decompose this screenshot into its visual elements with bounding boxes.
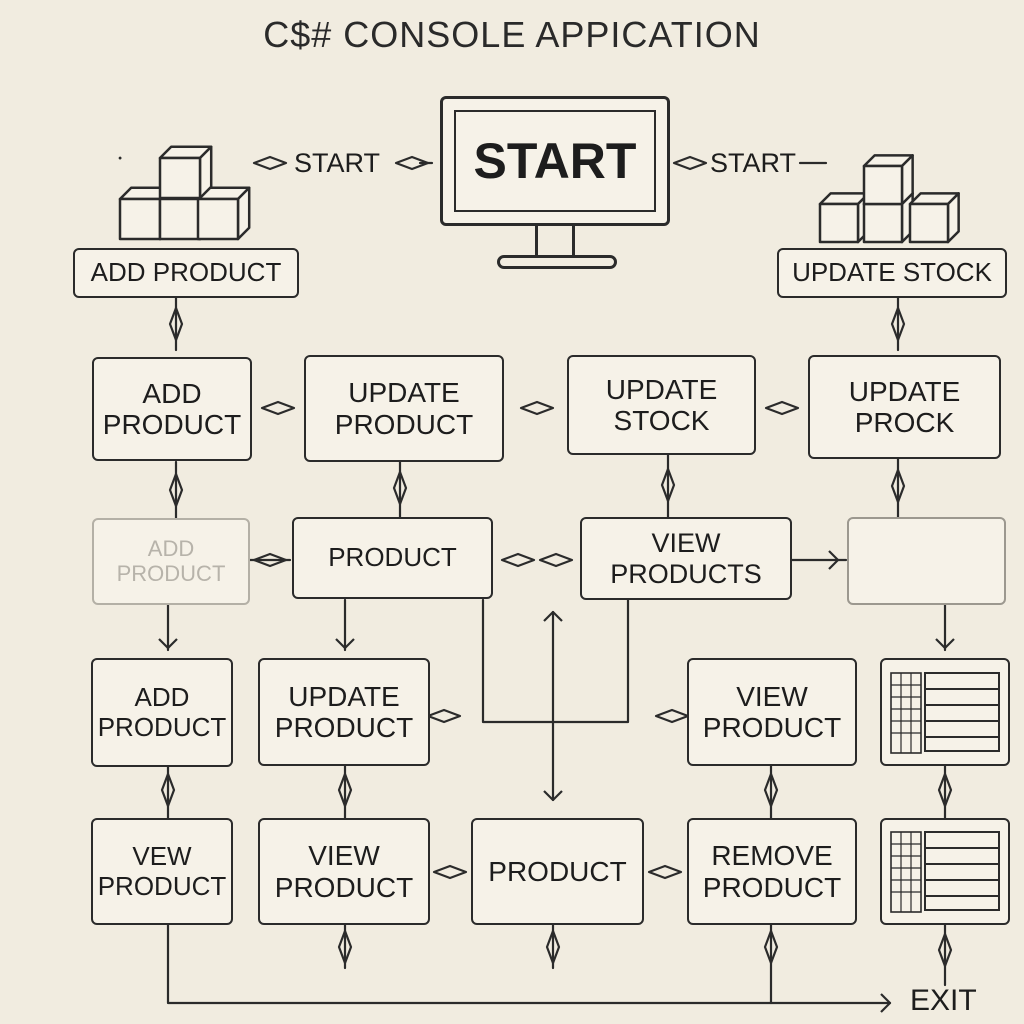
top-to-row1-connector	[890, 306, 906, 342]
stacked-boxes-icon	[118, 197, 162, 241]
top-to-row1-connector	[168, 306, 184, 342]
row2-arrow	[828, 550, 840, 570]
central-down-arrow	[543, 790, 563, 802]
row2-connector	[252, 552, 288, 568]
stacked-boxes-icon	[862, 164, 904, 206]
row3-to-row4-connector	[337, 772, 353, 808]
view-product-box: VIEW PRODUCT	[687, 658, 857, 766]
row3-to-row4-connector	[763, 772, 779, 808]
row2-connector	[500, 552, 536, 568]
document-bottom-box	[880, 818, 1010, 925]
add-product-top-box: ADD PRODUCT	[73, 248, 299, 298]
start-right-connector	[672, 155, 708, 171]
start-left-connector	[252, 155, 288, 171]
row1-connector	[260, 400, 296, 416]
bottom-connector	[337, 929, 353, 965]
row2-to-row3-arrow	[935, 638, 955, 650]
exit-label: EXIT	[910, 984, 977, 1017]
view-product-box-2: VIEW PRODUCT	[258, 818, 430, 925]
row4-connector	[647, 864, 683, 880]
monitor-base	[497, 255, 617, 269]
update-prock-box: UPDATE PROCK	[808, 355, 1001, 459]
bottom-connector	[937, 932, 953, 968]
row3-connector	[426, 708, 462, 724]
row1-connector	[764, 400, 800, 416]
product-box-2: PRODUCT	[471, 818, 644, 925]
add-product-faded-box: ADD PRODUCT	[92, 518, 250, 605]
document-mid-box	[880, 658, 1010, 766]
diagram-title: C$# CONSOLE APPICATION	[263, 14, 761, 55]
stacked-boxes-icon	[946, 192, 960, 244]
remove-product-box: REMOVE PRODUCT	[687, 818, 857, 925]
row1-connector	[519, 400, 555, 416]
start-label-left: START	[294, 148, 381, 178]
add-product-box: ADD PRODUCT	[92, 357, 252, 461]
update-product-box: UPDATE PRODUCT	[304, 355, 504, 462]
central-up-arrow	[543, 610, 563, 622]
view-product-box-1: VEW PRODUCT	[91, 818, 233, 925]
bottom-connector	[545, 929, 561, 965]
row1-to-row2-connector	[660, 467, 676, 503]
update-stock-top-box: UPDATE STOCK	[777, 248, 1007, 298]
row1-to-row2-connector	[392, 470, 408, 506]
monitor-icon	[440, 96, 670, 226]
row2-connector	[538, 552, 574, 568]
update-stock-box: UPDATE STOCK	[567, 355, 756, 455]
row3-connector	[654, 708, 690, 724]
row2-to-row3-arrow	[158, 638, 178, 650]
start-left-connector	[394, 155, 430, 171]
return-loop-line	[481, 598, 630, 724]
product-box: PRODUCT	[292, 517, 493, 599]
row3-to-row4-connector	[160, 772, 176, 808]
row1-to-row2-connector	[890, 468, 906, 504]
stacked-boxes-icon	[196, 197, 240, 241]
empty-box	[847, 517, 1006, 605]
spreadsheet-icon	[890, 671, 1000, 754]
spreadsheet-icon	[890, 831, 1000, 913]
add-product-box-2: ADD PRODUCT	[91, 658, 233, 767]
bottom-connector	[763, 929, 779, 965]
stacked-boxes-icon	[900, 154, 914, 206]
stacked-boxes-icon	[158, 156, 202, 200]
row1-to-row2-connector	[168, 472, 184, 508]
start-screen: START	[454, 110, 656, 212]
bottom-return-line	[166, 923, 892, 1005]
view-products-box: VIEW PRODUCTS	[580, 517, 792, 600]
stacked-boxes-icon	[862, 202, 904, 244]
exit-arrow	[880, 993, 892, 1013]
update-product-box-2: UPDATE PRODUCT	[258, 658, 430, 766]
start-label-right: START	[710, 148, 797, 178]
row3-to-row4-connector	[937, 772, 953, 808]
stacked-boxes-icon	[908, 202, 950, 244]
monitor-stand	[535, 226, 575, 256]
row2-to-row3-arrow	[335, 638, 355, 650]
stacked-boxes-icon	[158, 197, 202, 241]
row4-connector	[432, 864, 468, 880]
stacked-boxes-icon	[818, 202, 860, 244]
